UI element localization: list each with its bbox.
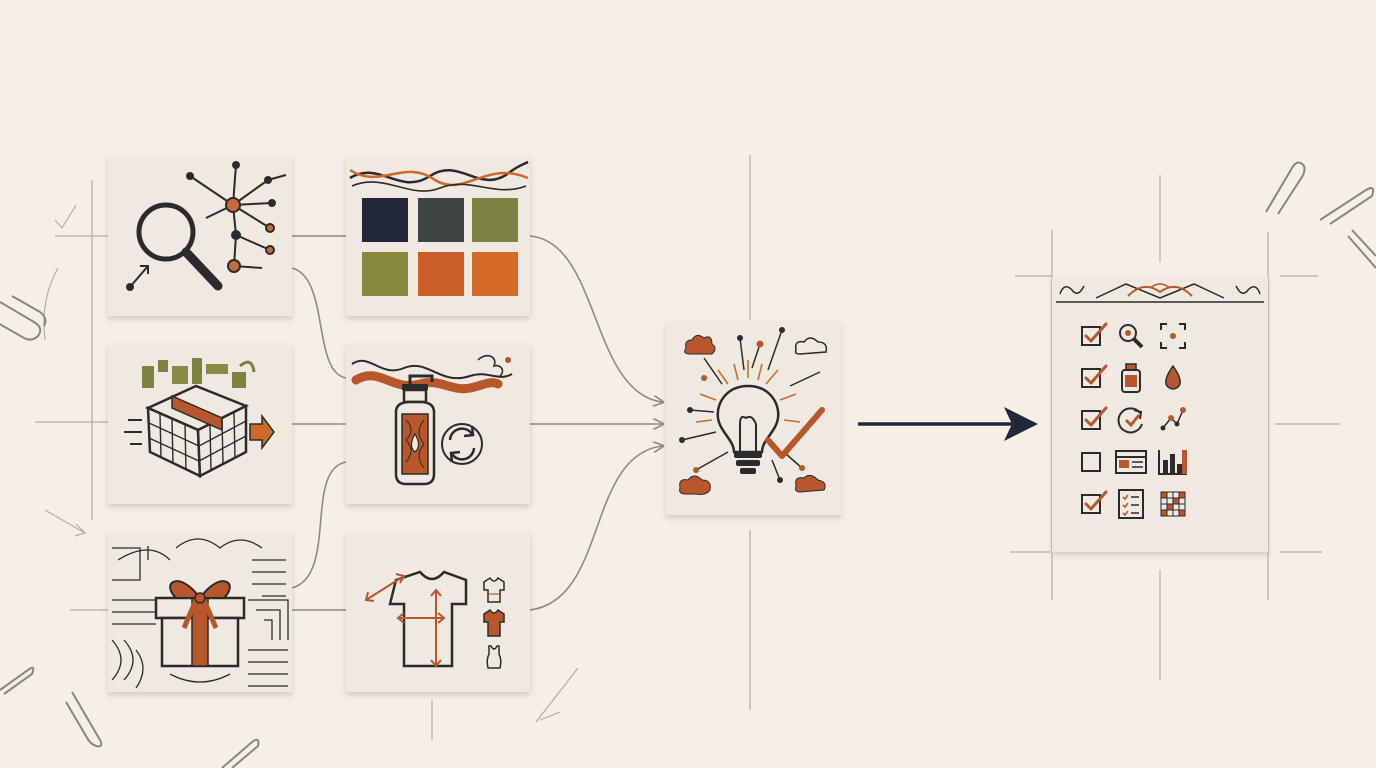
bottle-icon: [1121, 363, 1141, 393]
checklist-row: [1081, 489, 1186, 519]
checked-checkbox[interactable]: [1081, 406, 1108, 430]
browser-window-icon: [1115, 450, 1147, 474]
t-shirt-sizing-icon: [364, 570, 505, 669]
gift-card: [108, 532, 292, 692]
paperclip-icon: [11, 295, 47, 327]
box-with-arrow-icon: [124, 358, 275, 479]
pump-bottle-refresh-icon: [351, 354, 513, 486]
checked-checkbox[interactable]: [1081, 490, 1108, 514]
checklist-row: [1081, 363, 1181, 393]
paperclip-icon: [1319, 187, 1375, 225]
paperclip-icon: [65, 691, 103, 748]
connector-apparel-to-idea: [529, 446, 662, 611]
idea-card: [666, 322, 841, 515]
droplet-icon: [1165, 364, 1181, 390]
bar-chart-icon: [1158, 450, 1187, 475]
paperclip-icon: [1347, 229, 1376, 269]
checklist-board-icon: [1052, 276, 1268, 519]
connectors: [291, 235, 662, 611]
checklist-card: [1052, 276, 1268, 552]
refresh-check-icon: [1117, 407, 1143, 434]
checklist-row: [1081, 450, 1187, 475]
paperclip-icon: [0, 666, 35, 695]
paperclips: [0, 161, 1376, 768]
paperclip-icon: [0, 301, 42, 341]
palette-card: [346, 156, 530, 316]
product-card: [346, 344, 530, 504]
checklist-row: [1081, 322, 1186, 349]
arrow-right-icon: [858, 407, 1038, 441]
checked-checkbox[interactable]: [1081, 364, 1108, 388]
color-swatch-palette-icon: [349, 160, 529, 296]
lightbulb-check-icon: [679, 327, 828, 495]
connector-palette-to-idea: [529, 235, 662, 402]
task-list-icon: [1118, 489, 1144, 519]
checklist-row: [1081, 406, 1186, 434]
research-card: [108, 156, 292, 316]
magnifier-icon: [1119, 324, 1144, 349]
paperclip-icon: [1265, 161, 1306, 215]
node-graph-icon: [1160, 407, 1186, 431]
grid-icon: [1160, 491, 1186, 517]
gift-box-icon: [111, 538, 289, 689]
unchecked-checkbox[interactable]: [1081, 452, 1101, 472]
packaging-card: [108, 344, 292, 504]
magnifier-network-icon: [126, 161, 287, 291]
paperclip-icon: [221, 738, 260, 768]
apparel-card: [346, 532, 530, 692]
checked-checkbox[interactable]: [1081, 322, 1108, 346]
focus-frame-icon: [1160, 323, 1186, 349]
